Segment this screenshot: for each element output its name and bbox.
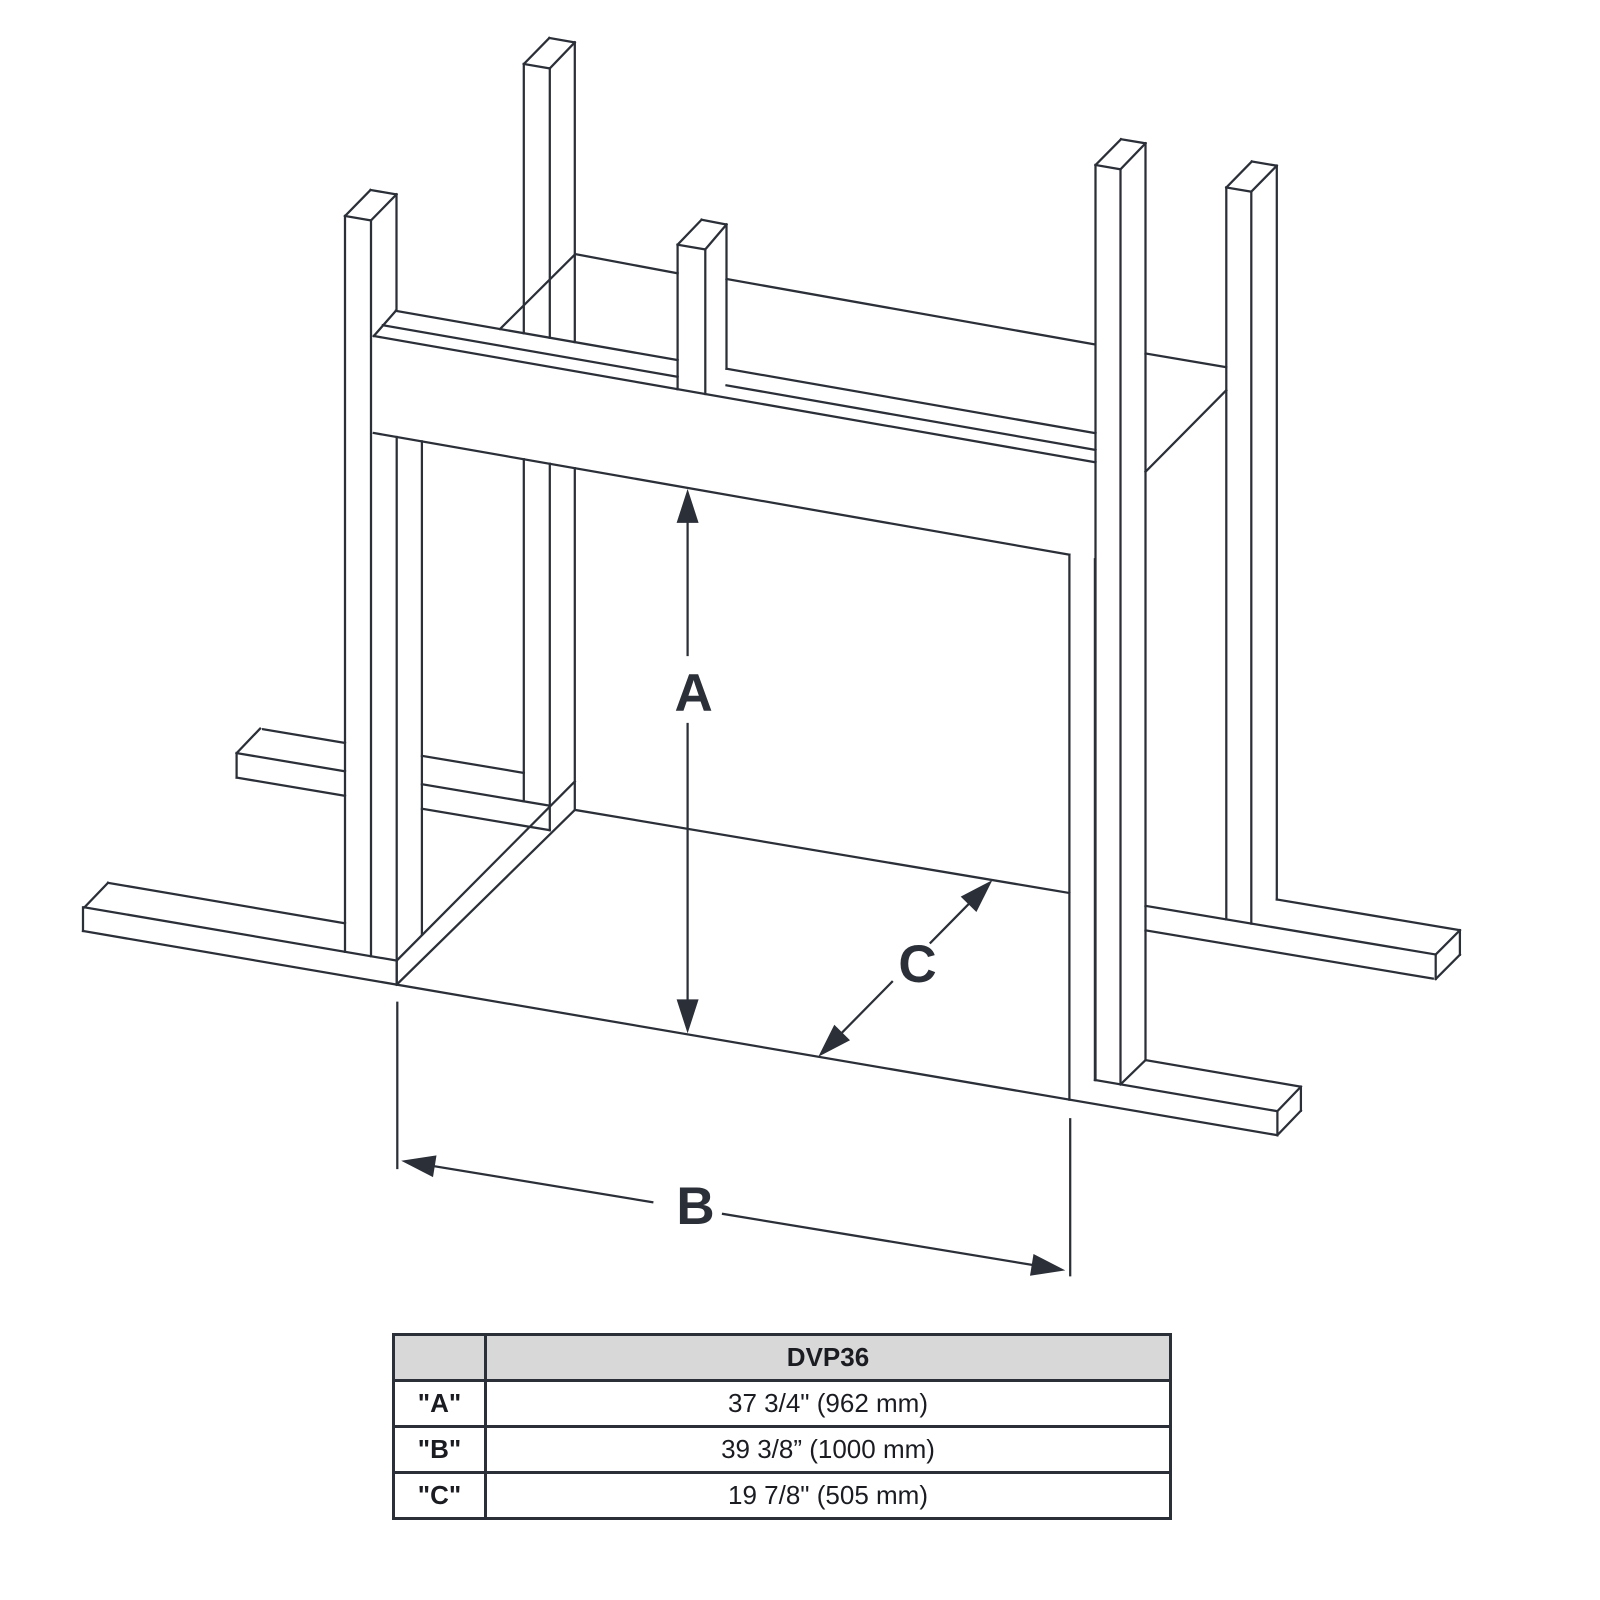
svg-text:A: A xyxy=(675,664,713,723)
svg-text:B: B xyxy=(676,1177,714,1236)
svg-text:C: C xyxy=(898,935,936,994)
